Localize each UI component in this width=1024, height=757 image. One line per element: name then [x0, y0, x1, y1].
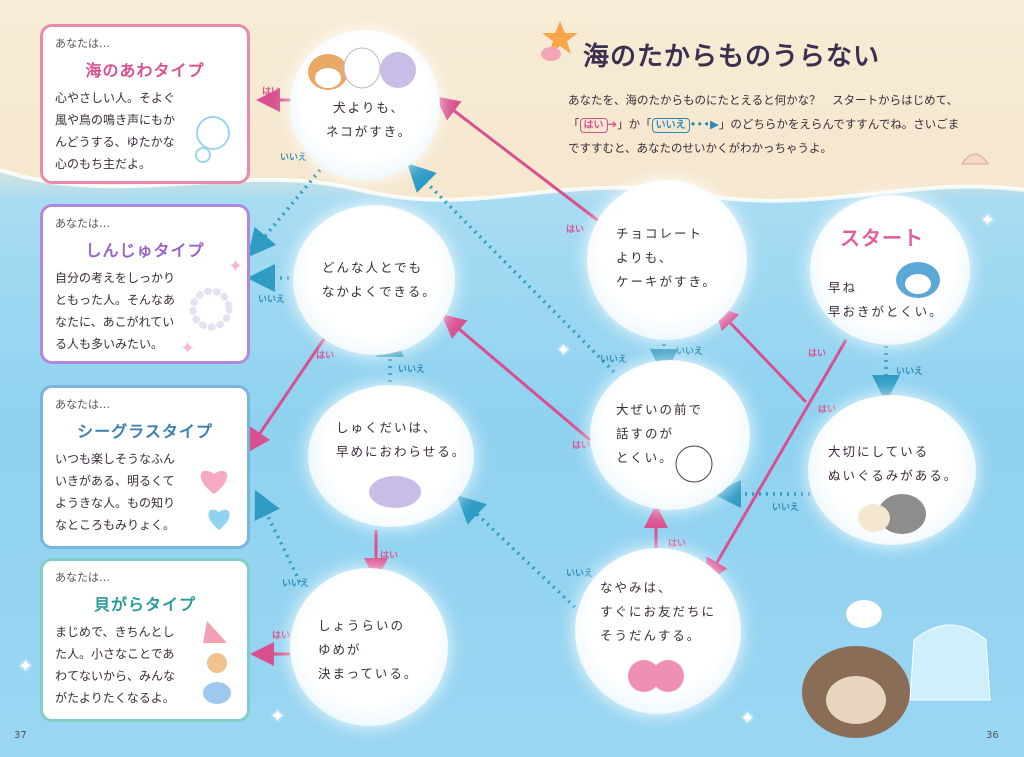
penguin-mascot: [896, 262, 940, 298]
no-tag: いいえ: [651, 118, 690, 133]
cat-mascot: [369, 476, 421, 508]
no-label: いいえ: [896, 367, 924, 377]
cherry-mascot: [628, 660, 684, 692]
shell-icon: [541, 47, 561, 61]
question-bubble-oozei: [590, 360, 750, 510]
heart-glass-icon: [200, 470, 230, 530]
sparkle-icon: ✦: [228, 256, 244, 277]
result-card-kaigara: あなたは… 貝がらタイプ まじめで、きちんとした人。小さなことであわてないから、…: [40, 558, 250, 722]
yes-label: はい: [262, 87, 281, 97]
seashell-icon: [203, 621, 231, 704]
start-heading: スタート: [840, 226, 924, 250]
sparkle-icon: ✦: [18, 656, 34, 677]
intro-text: あなたを、海のたからものにたとえると何かな？ スタートからはじめて、 「はい➔」…: [568, 93, 960, 155]
question-taisetsu: 大切にしているぬいぐるみがある。: [828, 444, 959, 483]
result-card-shinju: あなたは… しんじゅタイプ 自分の考えをしっかりともった人。そんなあなたに、あこ…: [40, 204, 250, 364]
yes-label: はい: [272, 631, 291, 641]
sparkle-icon: ✦: [180, 338, 196, 359]
yes-label: はい: [316, 351, 335, 361]
sparkle-icon: ✦: [556, 340, 572, 361]
yes-label: はい: [572, 441, 591, 451]
result-title-seaglass: シーグラスタイプ: [77, 422, 213, 441]
page-title: 海のたからものうらない: [583, 42, 881, 72]
result-title-kaigara: 貝がらタイプ: [93, 595, 196, 614]
no-label: いいえ: [600, 355, 628, 365]
yes-label: はい: [668, 539, 687, 549]
no-label: いいえ: [398, 365, 426, 375]
plush-toys: [858, 494, 926, 534]
no-label: いいえ: [676, 347, 704, 357]
sparkle-icon: ✦: [218, 156, 234, 177]
no-label: いいえ: [772, 503, 800, 513]
question-shourai: しょうらいのゆめが決まっている。: [318, 618, 419, 681]
no-label: いいえ: [280, 153, 308, 163]
result-card-awa: あなたは… 海のあわタイプ 心やさしい人。そよぐ風や鳥の鳴き声にもかんどうする、…: [40, 24, 250, 184]
no-label: いいえ: [258, 295, 286, 305]
animal-mascots: [308, 47, 416, 90]
start-question: 早ね早おきがとくい。: [828, 280, 944, 319]
question-dondna: どんな人とでもなかよくできる。: [322, 260, 437, 299]
yes-label: はい: [808, 349, 827, 359]
question-bubble-dondna: [293, 205, 455, 355]
sparkle-icon: ✦: [740, 708, 756, 729]
start-bubble: [810, 195, 970, 345]
beaver-ghost-mascots: [802, 600, 991, 738]
result-card-seaglass: あなたは… シーグラスタイプ いつも楽しそうなふんいきがある、明るくてようきな人…: [40, 385, 250, 549]
page-number-right: 36: [986, 730, 999, 741]
yes-tag: はい: [579, 118, 608, 133]
result-title-shinju: しんじゅタイプ: [85, 241, 205, 260]
question-bubble-shourai: [290, 568, 448, 726]
shell-icon: [961, 153, 989, 165]
no-label: いいえ: [282, 579, 310, 589]
question-oozei: 大ぜいの前で話すのがとくい。: [616, 402, 704, 465]
question-bubble-choco: [587, 180, 747, 340]
yes-label: はい: [818, 405, 837, 415]
shoreline-wave: [0, 150, 1024, 203]
bubbles-icon: [195, 116, 230, 163]
question-inu: 犬よりも、ネコがすき。: [326, 100, 413, 139]
no-label: いいえ: [566, 569, 594, 579]
pearl-necklace-icon: [189, 287, 233, 331]
question-choco: チョコレートよりも、ケーキがすき。: [616, 226, 717, 289]
result-title-awa: 海のあわタイプ: [85, 61, 205, 80]
page-number-left: 37: [14, 730, 27, 741]
sparkle-icon: ✦: [980, 210, 996, 231]
dog-mascot: [675, 445, 713, 483]
starfish-icon: [542, 21, 578, 54]
yes-label: はい: [380, 551, 399, 561]
question-nayami: なやみは、すぐにお友だちにそうだんする。: [600, 580, 717, 643]
question-shukudai: しゅくだいは、早めにおわらせる。: [336, 420, 467, 459]
sparkle-icon: ✦: [270, 706, 286, 727]
yes-label: はい: [566, 225, 585, 235]
